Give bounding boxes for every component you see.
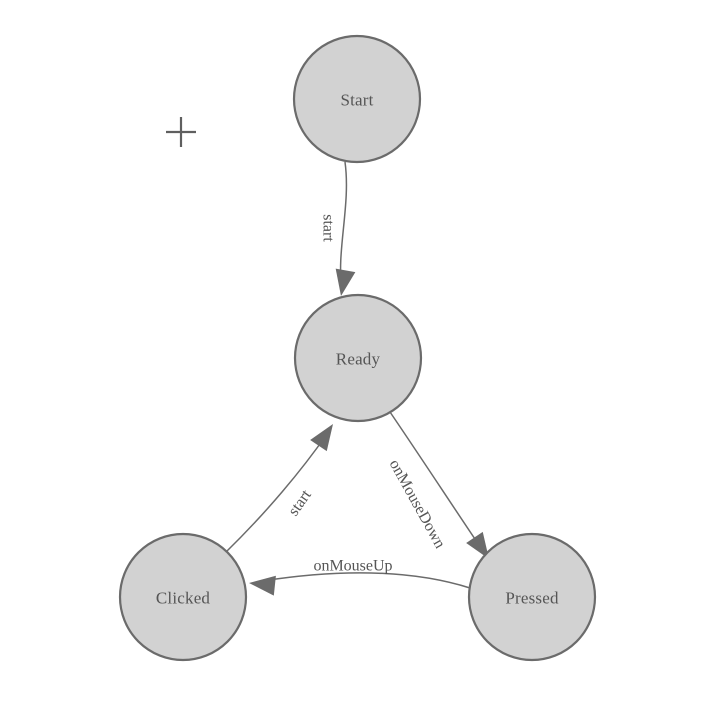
node-clicked[interactable]: Clicked [118, 532, 248, 662]
node-circle-ready[interactable] [293, 293, 423, 423]
node-label-pressed: Pressed [505, 589, 559, 608]
node-pressed[interactable]: Pressed [467, 532, 597, 662]
crosshair-marker[interactable] [166, 117, 196, 147]
edge-label-clicked-to-ready: start [285, 486, 315, 519]
arrow-head-clicked-to-ready [310, 424, 333, 452]
edge-label-start-to-ready: start [320, 214, 337, 242]
node-circle-pressed[interactable] [467, 532, 597, 662]
node-circle-clicked[interactable] [118, 532, 248, 662]
node-label-start: Start [340, 91, 373, 110]
markers-layer [166, 117, 196, 147]
edge-path-clicked-to-ready [225, 433, 328, 553]
edge-path-ready-to-pressed [389, 411, 482, 549]
edge-label-ready-to-pressed: onMouseDown [386, 457, 449, 552]
node-label-ready: Ready [336, 350, 381, 369]
edge-label-pressed-to-clicked: onMouseUp [313, 558, 392, 575]
arrow-head-start-to-ready [335, 268, 356, 296]
edge-clicked-to-ready[interactable]: start [225, 418, 341, 553]
node-circle-start[interactable] [292, 34, 422, 164]
edge-ready-to-pressed[interactable]: onMouseDown [386, 411, 498, 565]
node-ready[interactable]: Ready [293, 293, 423, 423]
edge-path-pressed-to-clicked [261, 572, 471, 589]
edge-pressed-to-clicked[interactable]: onMouseUp [248, 558, 471, 596]
arrow-head-ready-to-pressed [466, 531, 489, 559]
node-start[interactable]: Start [292, 34, 422, 164]
node-label-clicked: Clicked [156, 589, 211, 608]
arrow-head-pressed-to-clicked [249, 575, 276, 596]
edge-start-to-ready[interactable]: start [320, 161, 356, 298]
